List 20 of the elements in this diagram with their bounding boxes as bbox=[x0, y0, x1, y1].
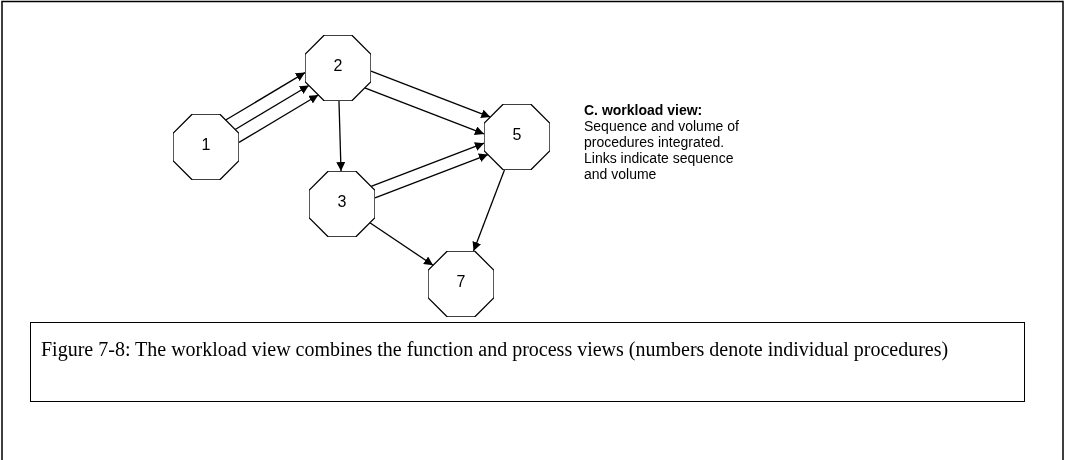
panel-description: Sequence and volume of procedures integrated. Links indicate sequence and volume bbox=[584, 118, 740, 182]
octagon-node bbox=[305, 35, 371, 101]
node-number: 1 bbox=[200, 136, 212, 154]
arrow bbox=[472, 169, 506, 252]
node-number: 3 bbox=[336, 193, 348, 211]
octagon-node bbox=[309, 171, 375, 237]
arrow bbox=[370, 142, 485, 188]
panel-heading: C. workload view: bbox=[584, 102, 704, 118]
node-number: 7 bbox=[455, 273, 467, 291]
octagon-node bbox=[484, 104, 550, 170]
node-number: 5 bbox=[511, 126, 523, 144]
arrow bbox=[234, 84, 310, 131]
octagon-node bbox=[173, 114, 239, 180]
node-number: 2 bbox=[332, 57, 344, 75]
arrow bbox=[336, 100, 346, 172]
figure-caption: Figure 7-8: The workload view combines the function and process views (numbers denote individual procedures) bbox=[30, 322, 1025, 402]
arrow bbox=[369, 222, 434, 266]
arrow bbox=[225, 71, 306, 121]
octagon-node bbox=[428, 251, 494, 317]
arrow bbox=[364, 87, 485, 135]
